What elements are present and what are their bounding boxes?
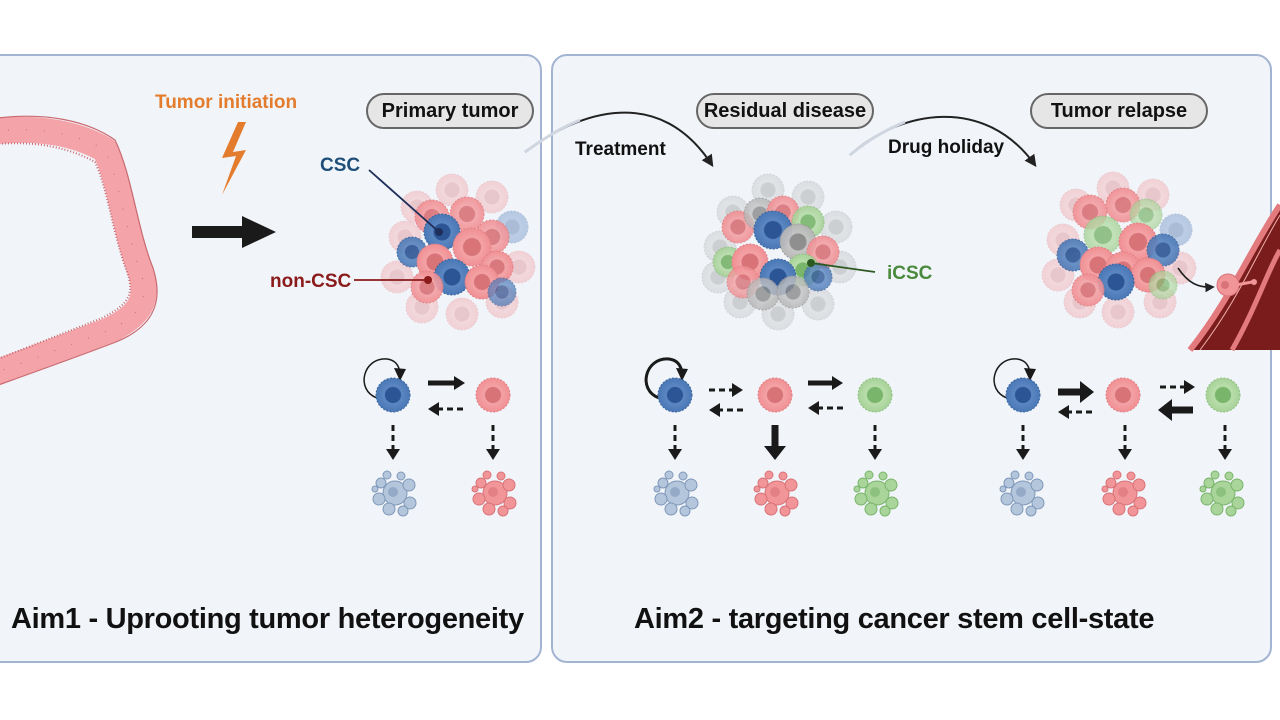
icsc-death-arrow-icon — [1218, 425, 1232, 460]
self-renewal-arrow-icon — [644, 357, 688, 400]
aim1-csc-cell-icon — [375, 377, 411, 413]
initiation-arrow-icon — [192, 216, 276, 248]
state-diagrams — [363, 357, 1245, 517]
icsc-cell-icon — [1148, 270, 1178, 300]
residual-csc-cell-icon — [657, 377, 693, 413]
non-csc-to-csc-arrow-icon — [1058, 405, 1092, 419]
icsc-leader-line — [810, 262, 876, 273]
residual-icsc-cell-icon — [857, 377, 893, 413]
non-csc-death-arrow-icon — [1118, 425, 1132, 460]
non-csc-to-csc-arrow-icon — [428, 402, 463, 416]
non-csc-cell-icon — [1101, 295, 1135, 329]
aim2-title: Aim2 - targeting cancer stem cell-state — [634, 603, 1155, 635]
relapse-csc-cell-icon — [1005, 377, 1041, 413]
non-csc-cell-icon — [475, 180, 509, 214]
non-csc-cell-icon — [449, 196, 485, 232]
non-csc-dead-cell-icon — [1101, 470, 1147, 517]
non-csc-cell-icon — [380, 260, 414, 294]
non-csc-death-arrow-icon — [486, 425, 500, 460]
metastasis-arrow-icon — [1177, 267, 1215, 293]
csc-cell-icon — [803, 262, 833, 292]
icsc-death-arrow-icon — [868, 425, 882, 460]
aim1-title: Aim1 - Uprooting tumor heterogeneity — [11, 603, 524, 635]
csc-dead-cell-icon — [371, 470, 417, 517]
residual-tumor-cluster — [701, 173, 857, 331]
drug-holiday-label: Drug holiday — [888, 137, 1005, 158]
non-csc-death-arrow-icon — [764, 425, 786, 460]
aim1-non-csc-cell-icon — [475, 377, 511, 413]
csc-cell-icon — [1146, 233, 1180, 267]
primary-tumor-stage-label: Primary tumor — [366, 93, 534, 129]
icsc-to-non-csc-arrow-icon — [1158, 399, 1193, 421]
primary-tumor-cluster — [380, 173, 536, 331]
blood-vessel-illustration — [1177, 203, 1280, 352]
non-csc-to-icsc-arrow-icon — [1160, 380, 1195, 394]
non-csc-cell-icon — [452, 227, 492, 267]
csc-label: CSC — [320, 155, 361, 176]
self-renewal-arrow-icon — [363, 358, 406, 399]
csc-leader-line — [368, 169, 440, 233]
self-renewal-arrow-icon — [993, 358, 1036, 399]
epithelium-illustration — [0, 115, 158, 386]
relapse-non-csc-cell-icon — [1105, 377, 1141, 413]
treated-cell-icon — [776, 275, 810, 309]
csc-dead-cell-icon — [653, 470, 699, 517]
non-csc-dead-cell-icon — [471, 470, 517, 517]
csc-to-non-csc-arrow-icon — [428, 376, 465, 390]
non-csc-leader-dot — [424, 276, 432, 284]
icsc-leader-dot — [807, 259, 815, 267]
icsc-label: iCSC — [887, 263, 933, 284]
non-csc-cell-icon — [445, 297, 479, 331]
tumor-relapse-stage-label: Tumor relapse — [1030, 93, 1208, 129]
csc-leader-dot — [435, 228, 443, 236]
residual-non-csc-cell-icon — [757, 377, 793, 413]
non-csc-cell-icon — [1071, 273, 1105, 307]
csc-death-arrow-icon — [1016, 425, 1030, 460]
csc-death-arrow-icon — [668, 425, 682, 460]
tumor-initiation-label: Tumor initiation — [155, 92, 298, 113]
lightning-bolt-icon — [222, 122, 246, 195]
non-csc-cell-icon — [410, 270, 444, 304]
csc-to-non-csc-arrow-icon — [709, 383, 743, 397]
relapse-icsc-cell-icon — [1205, 377, 1241, 413]
non-csc-to-csc-arrow-icon — [709, 403, 743, 417]
csc-to-non-csc-arrow-icon — [1058, 381, 1094, 403]
non-csc-label: non-CSC — [270, 271, 352, 292]
treated-cell-icon — [746, 277, 780, 311]
relapse-tumor-cluster — [1041, 171, 1197, 329]
non-csc-dead-cell-icon — [753, 470, 799, 517]
csc-death-arrow-icon — [386, 425, 400, 460]
treatment-label: Treatment — [575, 139, 666, 160]
icsc-dead-cell-icon — [1199, 470, 1245, 517]
csc-cell-icon — [487, 277, 517, 307]
non-csc-to-icsc-arrow-icon — [808, 376, 843, 390]
icsc-dead-cell-icon — [853, 470, 899, 517]
csc-dead-cell-icon — [999, 470, 1045, 517]
residual-disease-stage-label: Residual disease — [696, 93, 874, 129]
icsc-to-non-csc-arrow-icon — [808, 401, 843, 415]
